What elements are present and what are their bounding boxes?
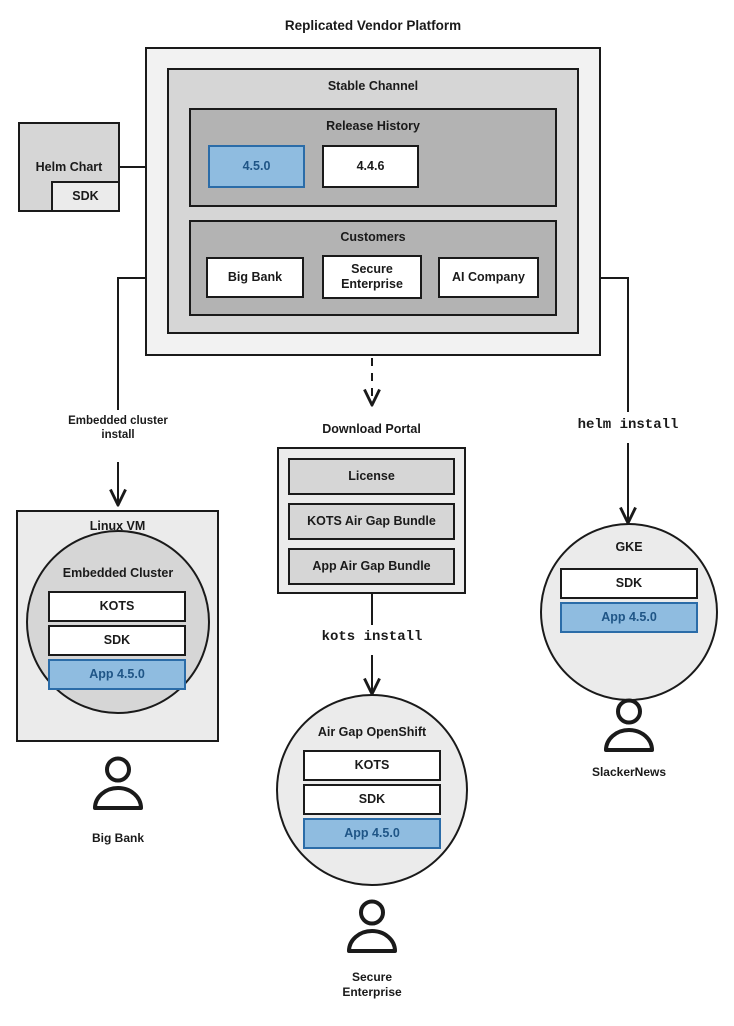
linux-vm-component-app[interactable]: App 4.5.0	[48, 659, 186, 690]
download-portal-item-license[interactable]: License	[288, 458, 455, 495]
air-gap-openshift-title: Air Gap OpenShift	[317, 725, 427, 739]
owner-label-secure-enterprise: Secure Enterprise	[292, 970, 452, 1000]
edge-label-embedded-cluster-install: Embedded cluster install	[38, 414, 198, 443]
customer-big-bank[interactable]: Big Bank	[206, 257, 304, 298]
edge-label-line-2: install	[101, 429, 135, 442]
customer-ai-company[interactable]: AI Company	[438, 257, 539, 298]
person-icon-secure-enterprise	[347, 899, 397, 953]
edge-label-kots-install: kots install	[321, 629, 423, 645]
owner-label-line-2: Enterprise	[342, 985, 402, 999]
gke-title: GKE	[615, 540, 643, 554]
gke-component-sdk[interactable]: SDK	[560, 568, 698, 599]
release-history-title: Release History	[326, 119, 420, 133]
edge-label-helm-install: helm install	[577, 417, 679, 433]
openshift-component-kots[interactable]: KOTS	[303, 750, 441, 781]
download-portal-item-app-air-gap-bundle[interactable]: App Air Gap Bundle	[288, 548, 455, 585]
release-version-4-4-6[interactable]: 4.4.6	[322, 145, 419, 188]
person-icon-big-bank	[93, 756, 143, 810]
release-version-4-5-0[interactable]: 4.5.0	[208, 145, 305, 188]
stable-channel-title: Stable Channel	[327, 79, 419, 93]
customer-secure-enterprise[interactable]: Secure Enterprise	[322, 255, 422, 299]
openshift-component-app[interactable]: App 4.5.0	[303, 818, 441, 849]
linux-vm-component-kots[interactable]: KOTS	[48, 591, 186, 622]
owner-label-line-1: Secure	[351, 970, 393, 984]
linux-vm-component-sdk[interactable]: SDK	[48, 625, 186, 656]
gke-component-app[interactable]: App 4.5.0	[560, 602, 698, 633]
owner-label-slackernews: SlackerNews	[591, 765, 667, 779]
helm-chart-sdk[interactable]: SDK	[51, 181, 120, 212]
customers-title: Customers	[340, 230, 406, 244]
download-portal-title: Download Portal	[322, 422, 421, 436]
edge-label-line-1: Embedded cluster	[68, 415, 168, 427]
owner-label-big-bank: Big Bank	[91, 831, 144, 845]
linux-vm-title: Linux VM	[89, 519, 146, 533]
embedded-cluster-title: Embedded Cluster	[62, 566, 174, 580]
openshift-component-sdk[interactable]: SDK	[303, 784, 441, 815]
diagram-title: Replicated Vendor Platform	[284, 18, 462, 33]
download-portal-item-kots-air-gap-bundle[interactable]: KOTS Air Gap Bundle	[288, 503, 455, 540]
person-icon-slackernews	[604, 698, 654, 752]
